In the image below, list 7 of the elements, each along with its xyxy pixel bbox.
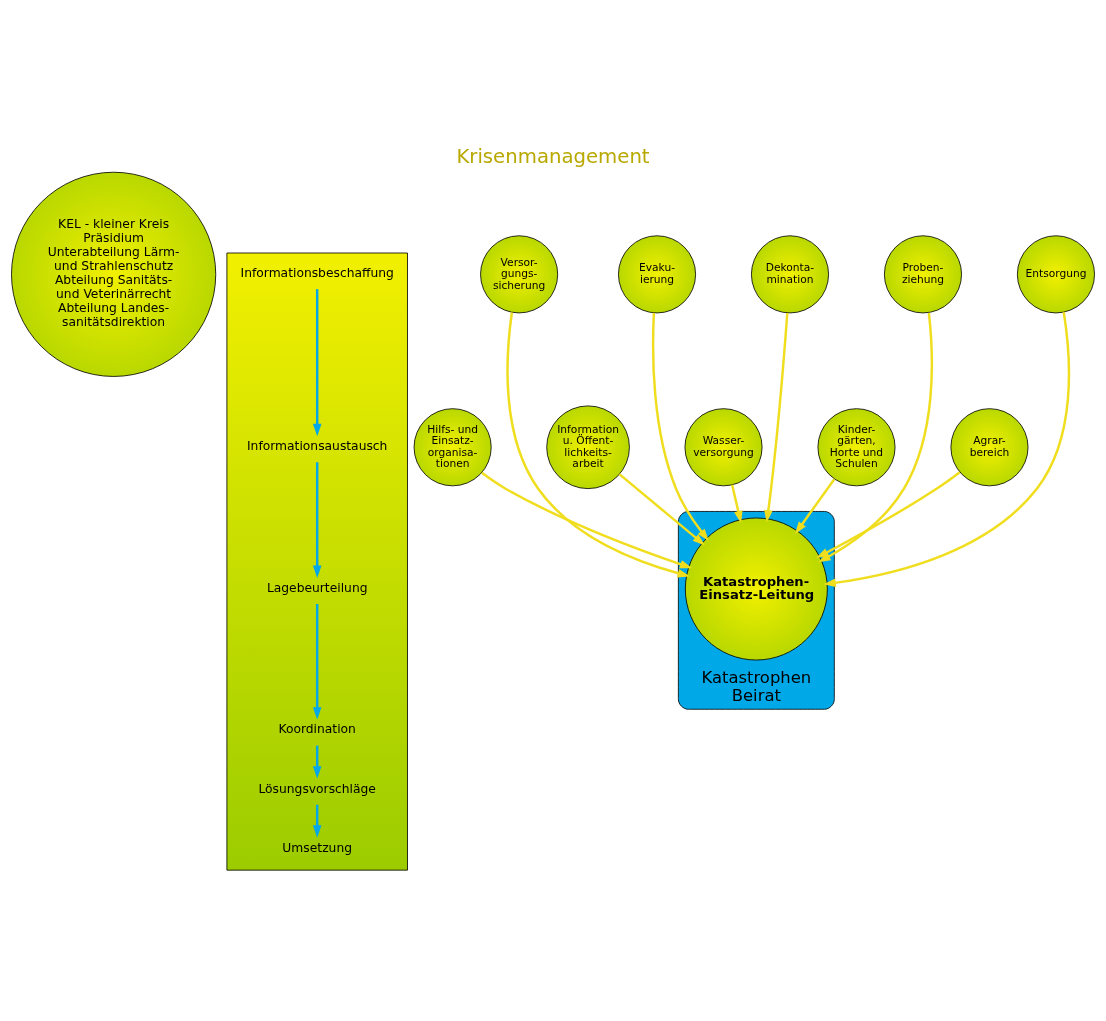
node-text: Koordination <box>278 722 356 737</box>
diagram-title: Krisenmanagement <box>456 145 650 169</box>
node-text: Lösungsvorschläge <box>258 781 376 796</box>
node-text: Informationsaustausch <box>246 439 388 454</box>
node-text: Umsetzung <box>282 840 352 855</box>
node-text: Lagebeurteilung <box>266 580 368 595</box>
node-text: Informationsbeschaffung <box>240 266 394 281</box>
